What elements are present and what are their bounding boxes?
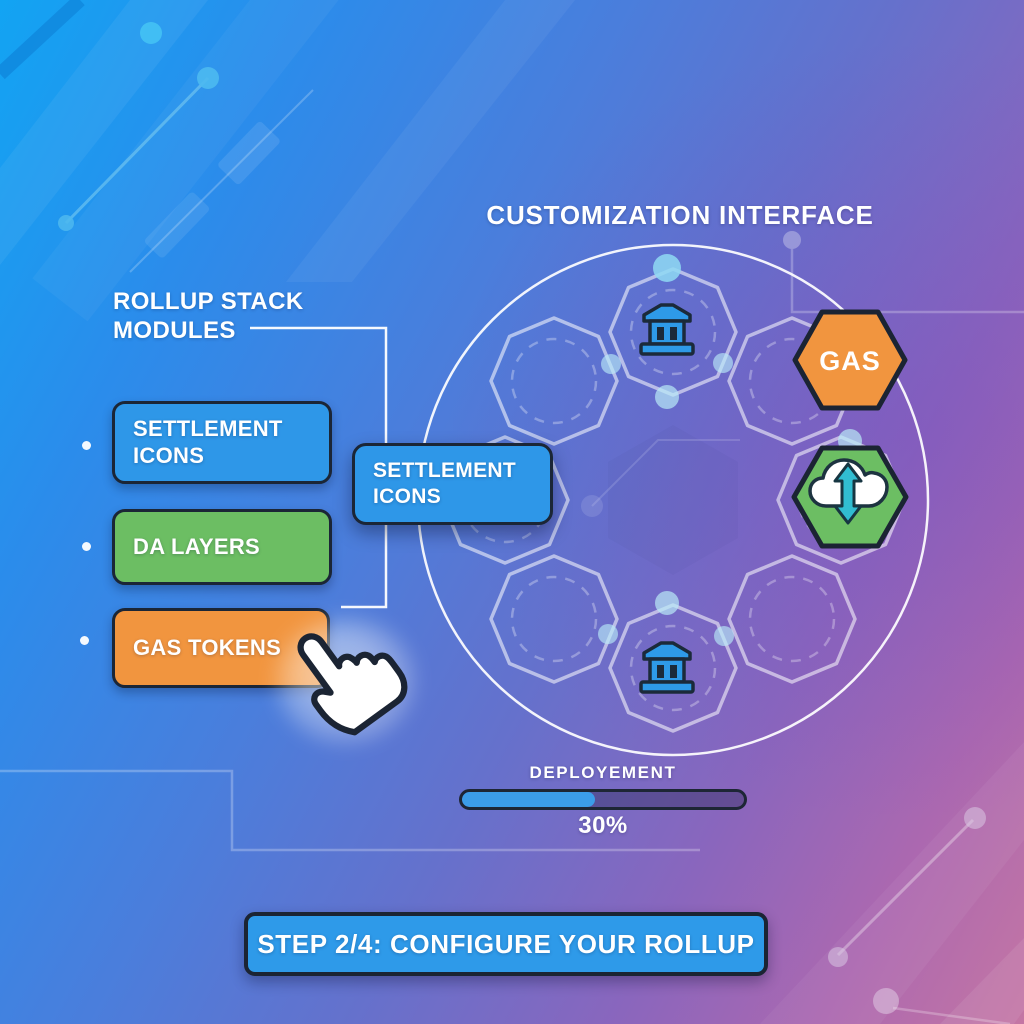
- step-button-label: STEP 2/4: CONFIGURE YOUR ROLLUP: [257, 928, 755, 959]
- cloud-updown-arrow-icon: [808, 458, 889, 525]
- progress-fill: [462, 792, 595, 807]
- bullet-dot: [82, 542, 91, 551]
- module-button-settlement-icons[interactable]: SETTLEMENT ICONS: [112, 401, 332, 484]
- cloud-hexagon-token[interactable]: [791, 445, 909, 549]
- module-button-da-layers[interactable]: DA LAYERS: [112, 509, 332, 585]
- step-button[interactable]: STEP 2/4: CONFIGURE YOUR ROLLUP: [244, 912, 768, 976]
- module-button-label: DA LAYERS: [133, 533, 260, 559]
- pointer-cursor: [277, 618, 413, 742]
- module-button-label: GAS TOKENS: [133, 634, 282, 660]
- hand-pointer-icon: [297, 633, 408, 736]
- deployment-progress-bar: [459, 789, 747, 810]
- center-trace: [581, 425, 740, 575]
- page-title: CUSTOMIZATION INTERFACE: [486, 200, 874, 230]
- gas-hexagon-token[interactable]: GAS: [792, 309, 908, 411]
- sidebar-heading: ROLLUP STACK MODULES: [113, 288, 304, 344]
- progress-value: 30%: [578, 812, 628, 839]
- bank-icon[interactable]: [639, 303, 695, 356]
- drag-preview-label: SETTLEMENT ICONS: [373, 459, 516, 508]
- bullet-dot: [82, 441, 91, 450]
- progress-label: DEPLOYEMENT: [529, 763, 677, 782]
- bank-icon[interactable]: [639, 641, 695, 694]
- module-button-label: SETTLEMENT ICONS: [133, 416, 283, 468]
- drag-preview-settlement-icons[interactable]: SETTLEMENT ICONS: [352, 443, 553, 525]
- gas-hexagon-label: GAS: [819, 346, 881, 376]
- bullet-dot: [80, 636, 89, 645]
